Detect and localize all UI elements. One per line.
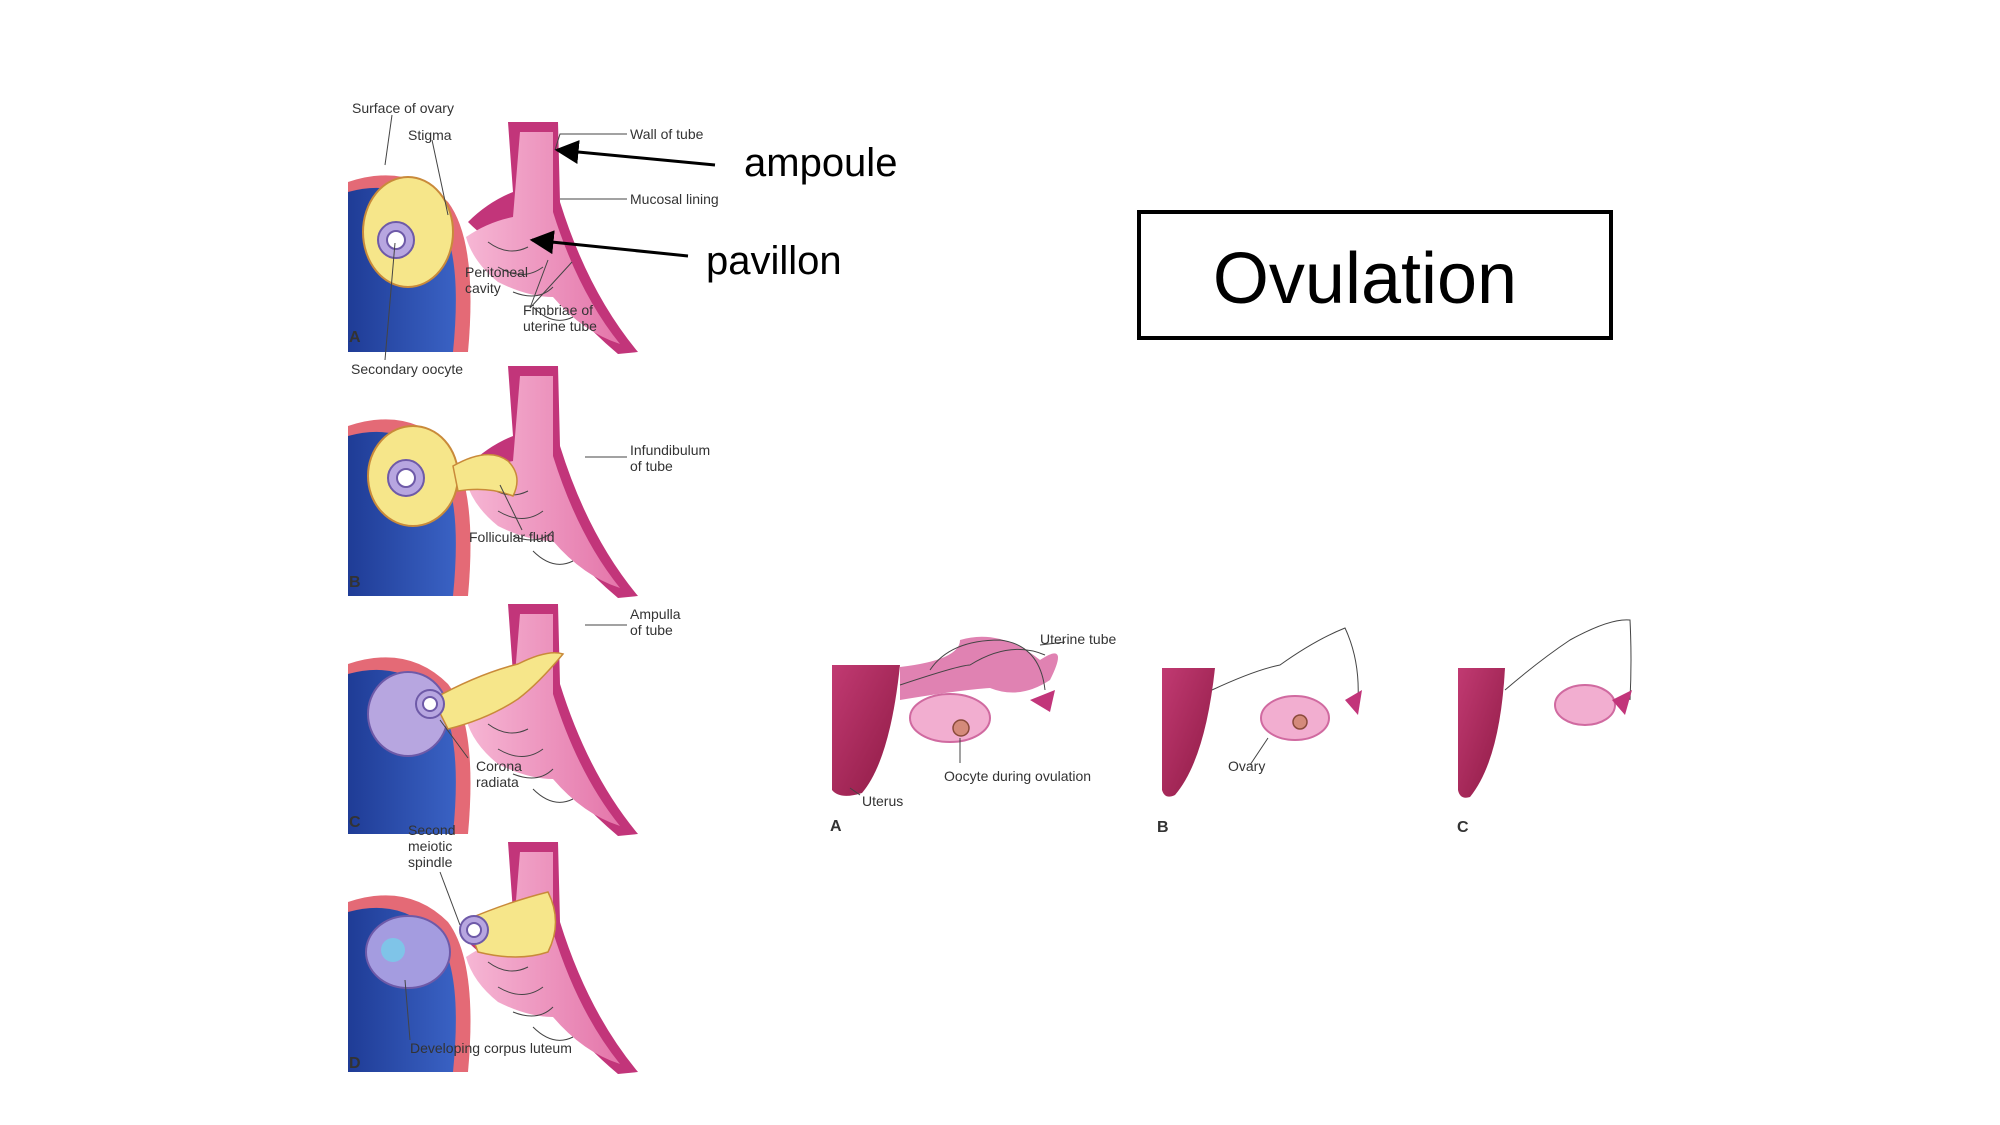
label-surface-of-ovary: Surface of ovary xyxy=(352,100,454,116)
title-box xyxy=(1137,210,1613,340)
annotation-ampoule: ampoule xyxy=(744,141,897,185)
label-spindle: spindle xyxy=(408,854,453,870)
label-uterine-tube-left: uterine tube xyxy=(523,318,597,334)
left-panel-d xyxy=(347,841,639,1075)
label-oocyte-during-ovulation: Oocyte during ovulation xyxy=(944,768,1091,784)
panel-label-right-a: A xyxy=(830,818,842,835)
right-panel-c xyxy=(1457,609,1647,839)
panel-label-left-b: B xyxy=(349,574,361,591)
panel-label-right-c: C xyxy=(1457,819,1469,836)
label-cavity: cavity xyxy=(465,280,501,296)
panel-label-right-b: B xyxy=(1157,819,1169,836)
label-infundibulum: Infundibulum xyxy=(630,442,710,458)
annotation-pavillon: pavillon xyxy=(706,239,842,283)
label-secondary-oocyte: Secondary oocyte xyxy=(351,361,463,377)
pavillon-arrow xyxy=(529,230,689,258)
slide-title: Ovulation xyxy=(1213,239,1517,319)
label-uterus: Uterus xyxy=(862,793,903,809)
label-fimbriae: Fimbriae of xyxy=(523,302,593,318)
panel-label-left-a: A xyxy=(349,329,361,346)
label-developing-corpus-luteum: Developing corpus luteum xyxy=(410,1040,572,1056)
label-of-tube-infundibulum: of tube xyxy=(630,458,673,474)
left-panel-a xyxy=(347,121,639,355)
label-peritoneal: Peritoneal xyxy=(465,264,528,280)
label-corona: Corona xyxy=(476,758,522,774)
left-panel-c xyxy=(347,603,639,837)
label-second: Second xyxy=(408,822,455,838)
right-panel-b xyxy=(1162,627,1362,797)
label-follicular-fluid: Follicular fluid xyxy=(469,529,555,545)
left-leader-lines xyxy=(384,114,627,1041)
label-wall-of-tube: Wall of tube xyxy=(630,126,704,142)
label-uterine-tube-right: Uterine tube xyxy=(1040,631,1116,647)
label-mucosal-lining: Mucosal lining xyxy=(630,191,719,207)
label-ampulla: Ampulla xyxy=(630,606,681,622)
label-meiotic: meiotic xyxy=(408,838,452,854)
ampoule-arrow xyxy=(554,140,716,167)
label-of-tube-ampulla: of tube xyxy=(630,622,673,638)
right-panel-a xyxy=(832,636,1058,796)
panel-label-left-d: D xyxy=(349,1055,361,1072)
label-ovary: Ovary xyxy=(1228,758,1265,774)
left-panel-b xyxy=(347,365,639,599)
label-stigma: Stigma xyxy=(408,127,452,143)
label-radiata: radiata xyxy=(476,774,519,790)
panel-label-left-c: C xyxy=(349,814,361,831)
